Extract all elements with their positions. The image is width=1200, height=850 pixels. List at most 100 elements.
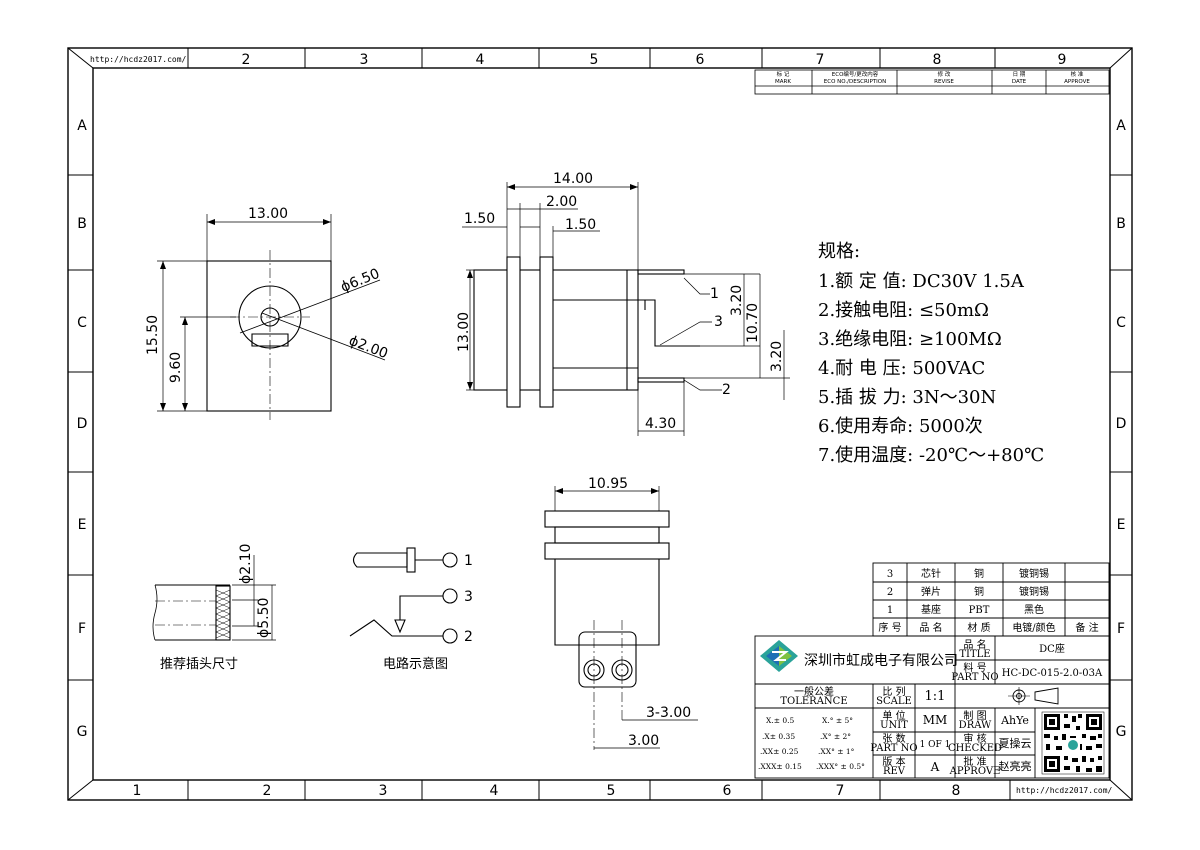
bom-header-note: 备 注 — [1075, 621, 1098, 634]
dim-side-h1: 3.20 — [729, 285, 745, 316]
plug-caption: 推荐插头尺寸 — [160, 657, 238, 672]
col-top-3: 3 — [360, 52, 369, 68]
dim-side-tail: 4.30 — [645, 416, 676, 432]
spec-line-6: 6.使用寿命: 5000次 — [818, 416, 983, 437]
unit-value: MM — [923, 713, 948, 727]
spec-line-7: 7.使用温度: -20℃～+80℃ — [818, 445, 1044, 466]
title-label-en: TITLE — [959, 649, 990, 660]
title-label: 品 名 — [963, 638, 986, 651]
row-left-b: B — [77, 216, 87, 232]
col-bottom-4: 4 — [490, 783, 499, 799]
bom-row-3-name: 基座 — [921, 603, 941, 616]
dim-side-h2: 10.70 — [745, 303, 761, 343]
row-right-g: G — [1116, 724, 1127, 740]
dim-front-width: 13.00 — [248, 206, 288, 222]
scale-value: 1:1 — [925, 689, 946, 704]
url-top[interactable]: http://hcdz2017.com/ — [90, 55, 187, 64]
dim-side-c: 1.50 — [565, 217, 596, 233]
check-label: 审 核 — [963, 732, 986, 745]
bottom-view — [544, 486, 698, 750]
bom-row-3-no: 1 — [887, 605, 893, 616]
bom-row-1-no: 3 — [887, 569, 893, 580]
col-bottom-7: 7 — [836, 783, 845, 799]
tol-linear-2: .XX± 0.25 — [760, 747, 799, 756]
border-frame — [67, 47, 1133, 801]
row-left-d: D — [77, 416, 88, 432]
dim-bottom-width: 10.95 — [588, 476, 628, 492]
tolerance-label: 一般公差 — [794, 685, 834, 698]
col-top-2: 2 — [242, 52, 251, 68]
bom-header-finish: 电镀/颜色 — [1012, 621, 1055, 634]
circuit-diagram — [349, 547, 458, 644]
col-bottom-8: 8 — [952, 783, 961, 799]
row-left-f: F — [78, 621, 86, 637]
approve-label-en: APPROVE — [949, 766, 1001, 777]
bom-row-1-material: 铜 — [974, 568, 984, 580]
row-left-g: G — [77, 724, 88, 740]
tol-linear-0: X.± 0.5 — [766, 716, 795, 725]
part-value: HC-DC-015-2.0-03A — [1002, 668, 1103, 679]
projection-symbol-icon — [1008, 687, 1059, 705]
bom-row-3-material: PBT — [969, 605, 990, 616]
bom-header-name: 品 名 — [919, 621, 942, 634]
dim-side-height: 13.00 — [456, 312, 472, 352]
qr-code-icon[interactable] — [1041, 711, 1105, 775]
plug-knurl — [215, 589, 231, 639]
tol-angle-3: .XXX° ± 0.5° — [816, 762, 865, 771]
rev-header-eco-en: ECO NO./DESCRIPTION — [824, 79, 886, 85]
part-label-en: PART NO — [951, 672, 998, 683]
col-top-5: 5 — [590, 52, 599, 68]
rev-header-approve-en: APPROVE — [1064, 79, 1090, 85]
dim-side-length: 14.00 — [553, 171, 593, 187]
unit-label-en: UNIT — [880, 720, 908, 731]
label-side-pin2: 2 — [722, 382, 731, 398]
check-value: 夏操云 — [999, 736, 1032, 750]
scale-label: 比 列 — [882, 685, 905, 698]
tol-angle-2: .XX° ± 1° — [818, 747, 855, 756]
rev-header-eco: ECO编号/更改内容 — [832, 70, 879, 78]
part-label: 料 号 — [963, 661, 986, 674]
sheet-label: 张 数 — [882, 732, 905, 745]
spec-line-3: 3.绝缘电阻: ≥100MΩ — [818, 329, 1002, 350]
dim-plug-d2: ϕ5.50 — [256, 598, 272, 638]
dim-front-center-height: 9.60 — [168, 352, 184, 383]
rev-header-revise: 修 改 — [938, 70, 951, 78]
plug-view — [152, 555, 276, 641]
scale-label-en: SCALE — [876, 696, 912, 707]
side-view — [462, 182, 790, 436]
col-top-8: 8 — [933, 52, 942, 68]
rev-header-date: 日 期 — [1013, 71, 1026, 78]
label-side-pin1: 1 — [710, 286, 719, 302]
sheet-value: 1 OF 1 — [920, 740, 951, 750]
col-bottom-6: 6 — [723, 783, 732, 799]
col-top-7: 7 — [816, 52, 825, 68]
rev-header-mark-en: MARK — [775, 79, 791, 85]
dim-bottom-pitch2: 3.00 — [628, 733, 659, 749]
unit-label: 单 位 — [882, 709, 905, 722]
row-right-b: B — [1116, 216, 1126, 232]
url-bottom[interactable]: http://hcdz2017.com/ — [1016, 786, 1113, 795]
rev-header-approve: 核 准 — [1071, 70, 1084, 78]
row-left-a: A — [77, 118, 87, 134]
check-label-en: CHECKED — [948, 743, 1002, 754]
dim-side-b: 1.50 — [464, 211, 495, 227]
bom-row-1-finish: 镀铜锡 — [1019, 567, 1049, 580]
bom-header-material: 材 质 — [967, 621, 990, 634]
rev-header-mark: 标 记 — [777, 70, 790, 78]
spec-line-1: 1.额 定 值: DC30V 1.5A — [818, 271, 1025, 292]
col-bottom-3: 3 — [379, 783, 388, 799]
circuit-pin3: 3 — [464, 589, 473, 605]
label-side-pin3: 3 — [714, 314, 723, 330]
col-bottom-5: 5 — [607, 783, 616, 799]
bom-row-2-name: 弹片 — [921, 585, 941, 598]
spec-line-5: 5.插 拔 力: 3N～30N — [818, 387, 996, 408]
bom-row-2-no: 2 — [887, 587, 893, 598]
front-view — [157, 214, 386, 420]
dim-bottom-pitch: 3-3.00 — [646, 705, 691, 721]
tol-angle-1: .X° ± 2° — [820, 732, 851, 741]
revision-block: 标 记 ECO编号/更改内容 修 改 日 期 核 准 MARK ECO NO./… — [754, 69, 1110, 95]
col-top-4: 4 — [476, 52, 485, 68]
dim-front-height: 15.50 — [145, 315, 161, 355]
title-value: DC座 — [1039, 642, 1065, 655]
spec-line-4: 4.耐 电 压: 500VAC — [818, 358, 985, 379]
